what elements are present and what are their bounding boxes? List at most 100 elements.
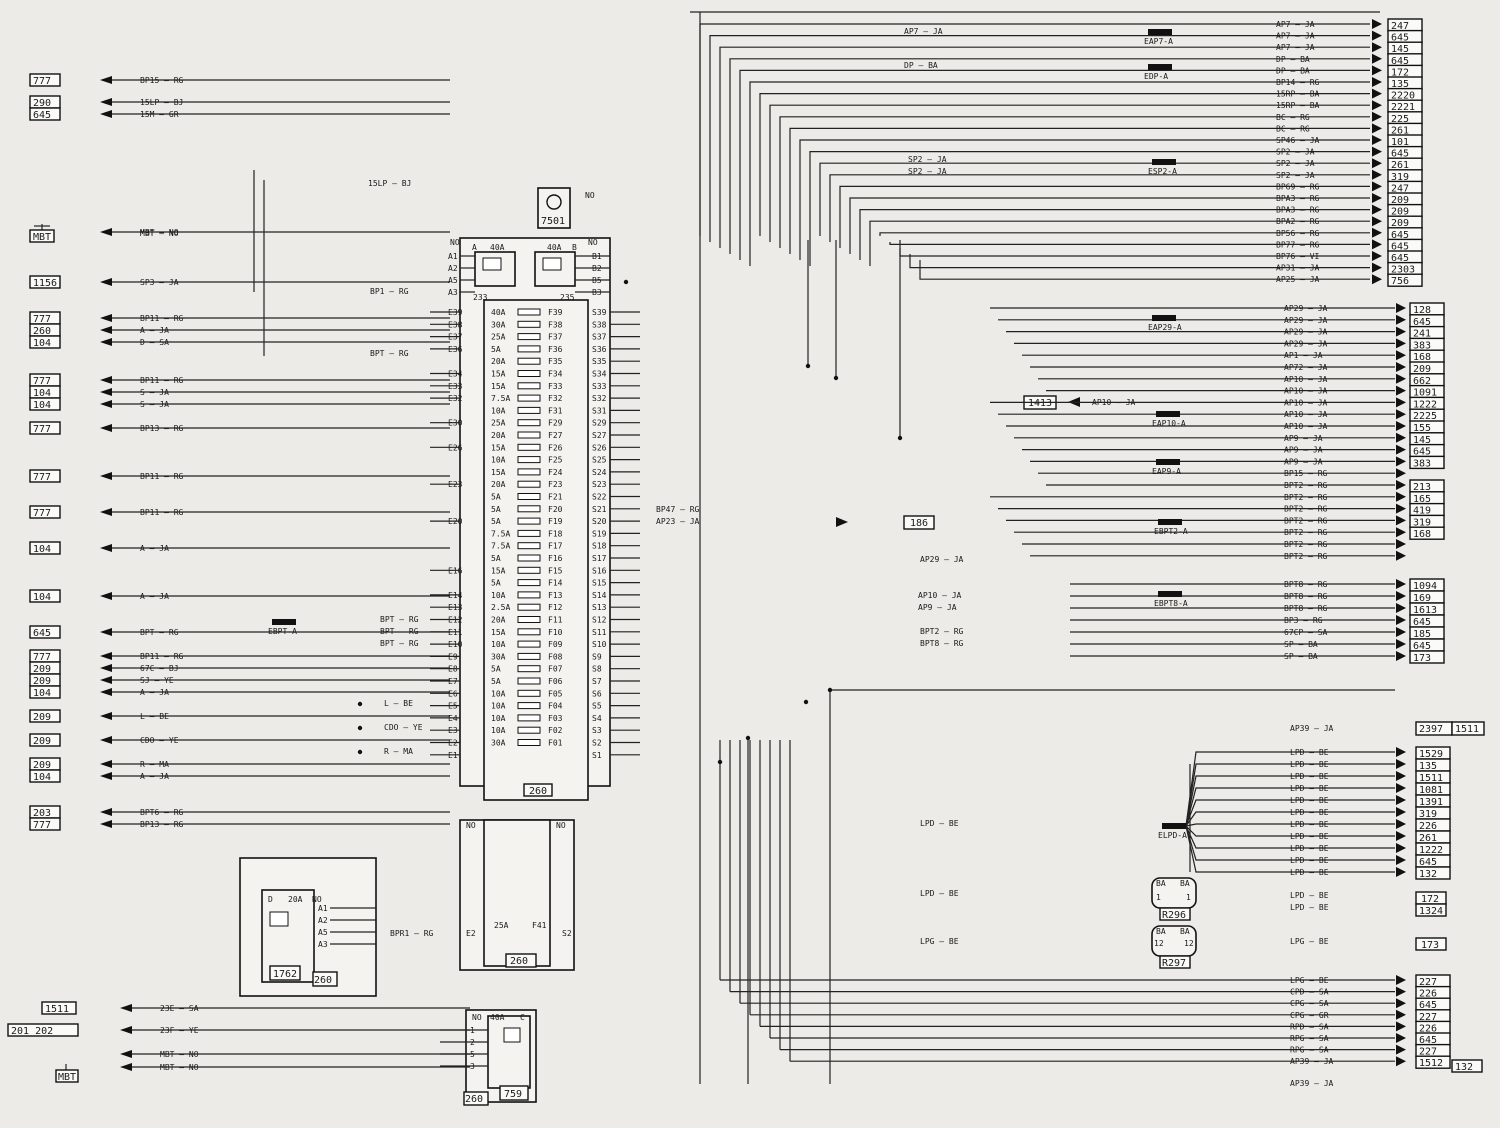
left-signal-label: MBT — NO bbox=[140, 228, 179, 237]
r296-id: R296 bbox=[1162, 910, 1186, 921]
arrow-right-icon bbox=[1372, 30, 1382, 41]
arrow-right-icon bbox=[1396, 843, 1406, 853]
fuse-icon bbox=[517, 714, 541, 722]
fuse-rating: 30A bbox=[491, 739, 506, 748]
fuse-id: F03 bbox=[548, 714, 563, 723]
connector-tag-label: 2220 bbox=[1391, 91, 1415, 102]
fuse-id: F19 bbox=[548, 517, 563, 526]
arrow-right-icon bbox=[1396, 326, 1406, 337]
left-signal-label: BPT6 — RG bbox=[140, 808, 184, 817]
connector-tag-label: 1529 bbox=[1419, 749, 1443, 760]
bottom-right-label: CPG — GR bbox=[1290, 1011, 1329, 1020]
lpd-label: LPD — BE bbox=[1290, 760, 1329, 769]
fuse-box-260-tag bbox=[523, 783, 553, 797]
fuse-output-pin: S29 bbox=[592, 419, 607, 428]
right-mid-label: AP10 — JA bbox=[1284, 375, 1328, 384]
connector-tag-label: 1156 bbox=[33, 278, 57, 289]
arrow-right-icon bbox=[1372, 42, 1382, 53]
connector-tag-label: 209 bbox=[1391, 195, 1409, 206]
left-signal-label: BP11 — RG bbox=[140, 508, 184, 517]
fuse-id: F29 bbox=[548, 419, 563, 428]
arrow-left-icon bbox=[100, 228, 112, 236]
relay-759-box-id: 260 bbox=[465, 1094, 483, 1105]
left-signal-label: BP11 — RG bbox=[140, 376, 184, 385]
left-signal-label: BP11 — RG bbox=[140, 652, 184, 661]
relay-1762-pin: A1 bbox=[318, 904, 328, 913]
connector-tag bbox=[1451, 1059, 1483, 1073]
fuse-icon bbox=[517, 529, 541, 537]
connector-tag bbox=[29, 275, 61, 289]
right-mid-label: AP10 — JA bbox=[1284, 410, 1328, 419]
connector-tag bbox=[1387, 273, 1423, 287]
fuse-id: F17 bbox=[548, 542, 563, 551]
right-mid-label: AP29 — JA bbox=[1284, 328, 1328, 337]
right-top-label: SP2 — JA bbox=[1276, 171, 1315, 180]
fuse-id: F14 bbox=[548, 579, 563, 588]
fuse-id: F23 bbox=[548, 480, 563, 489]
connector-tag-label: 209 bbox=[33, 760, 51, 771]
wire-label: LPD — BE bbox=[1290, 891, 1329, 900]
connector-tag-label: 645 bbox=[1391, 241, 1409, 252]
fuse-rating: 30A bbox=[491, 652, 506, 661]
connector-tag-label: 213 bbox=[1413, 482, 1431, 493]
fuse-rating: 10A bbox=[491, 726, 506, 735]
fuse-rating: 5A bbox=[491, 677, 501, 686]
arrow-left-icon bbox=[100, 712, 112, 720]
fuse-id: F02 bbox=[548, 726, 563, 735]
connector-tag-label: 1511 bbox=[1419, 773, 1443, 784]
connector-tag-label: 132 bbox=[1455, 1062, 1473, 1073]
arrow-right-icon bbox=[1396, 397, 1406, 408]
splice-label: ELPD-A bbox=[1158, 831, 1187, 840]
arrow-right-icon bbox=[1372, 65, 1382, 76]
arrow-right-icon bbox=[1372, 158, 1382, 169]
left-signal-label: R — MA bbox=[140, 760, 169, 769]
arrow-left-icon bbox=[100, 652, 112, 660]
right-top-wire bbox=[909, 254, 1370, 269]
arrow-right-icon bbox=[1396, 1033, 1406, 1043]
connector-tag-label: 645 bbox=[1391, 33, 1409, 44]
connector-tag bbox=[29, 73, 61, 87]
right-top-wire bbox=[719, 46, 1370, 248]
connector-tag bbox=[29, 107, 61, 121]
r297-pin-left: 12 bbox=[1154, 939, 1164, 948]
connector-tag-label: 241 bbox=[1413, 329, 1431, 340]
connector-tag-label: 226 bbox=[1419, 821, 1437, 832]
left-signal-label: 15LP — BJ bbox=[140, 98, 183, 107]
arrow-right-icon bbox=[1396, 350, 1406, 361]
fuse-output-pin: S16 bbox=[592, 566, 607, 575]
fuse-icon bbox=[517, 677, 541, 685]
junction-node bbox=[357, 701, 363, 707]
fuse-output-pin: S17 bbox=[592, 554, 607, 563]
connector-tag-label: 226 bbox=[1419, 989, 1437, 1000]
arrow-right-icon bbox=[1372, 19, 1382, 29]
junction-node bbox=[833, 375, 839, 381]
arrow-icon bbox=[836, 517, 848, 527]
arrow-left-icon bbox=[100, 472, 112, 480]
left-signal-label: S — JA bbox=[140, 400, 169, 409]
right-top-label: BPA3 — RG bbox=[1276, 206, 1320, 215]
wire-label: DP — BA bbox=[904, 61, 938, 70]
wire-label: AP39 — JA bbox=[1290, 1079, 1334, 1088]
wire-label: AP7 — JA bbox=[904, 27, 943, 36]
wire-label: LPG — BE bbox=[920, 937, 959, 946]
connector-tag-label: 247 bbox=[1391, 183, 1409, 194]
connector-tag-label: 777 bbox=[33, 314, 51, 325]
ground-tag bbox=[55, 1069, 79, 1083]
connector-tag-label: 777 bbox=[33, 508, 51, 519]
fuse-output-pin: S36 bbox=[592, 345, 607, 354]
right-mid-label: AP29 — JA bbox=[1284, 304, 1328, 313]
arrow-right-icon bbox=[1372, 77, 1382, 87]
connector-tag-label: 104 bbox=[33, 592, 51, 603]
left-signal-label: BP15 — RG bbox=[140, 76, 184, 85]
connector-tag bbox=[29, 733, 61, 747]
lpd-label: LPD — BE bbox=[1290, 856, 1329, 865]
right-mid-label: AP1 — JA bbox=[1284, 351, 1323, 360]
arrow-left-icon bbox=[100, 98, 112, 106]
arrow-right-icon bbox=[1396, 491, 1406, 502]
fuse-rating: 15A bbox=[491, 443, 506, 452]
box2-wire-label: BPR1 — RG bbox=[390, 929, 434, 938]
arrow-left-icon bbox=[100, 772, 112, 780]
fuse-rating: 25A bbox=[491, 333, 506, 342]
right-top-label: DP — BA bbox=[1276, 55, 1310, 64]
